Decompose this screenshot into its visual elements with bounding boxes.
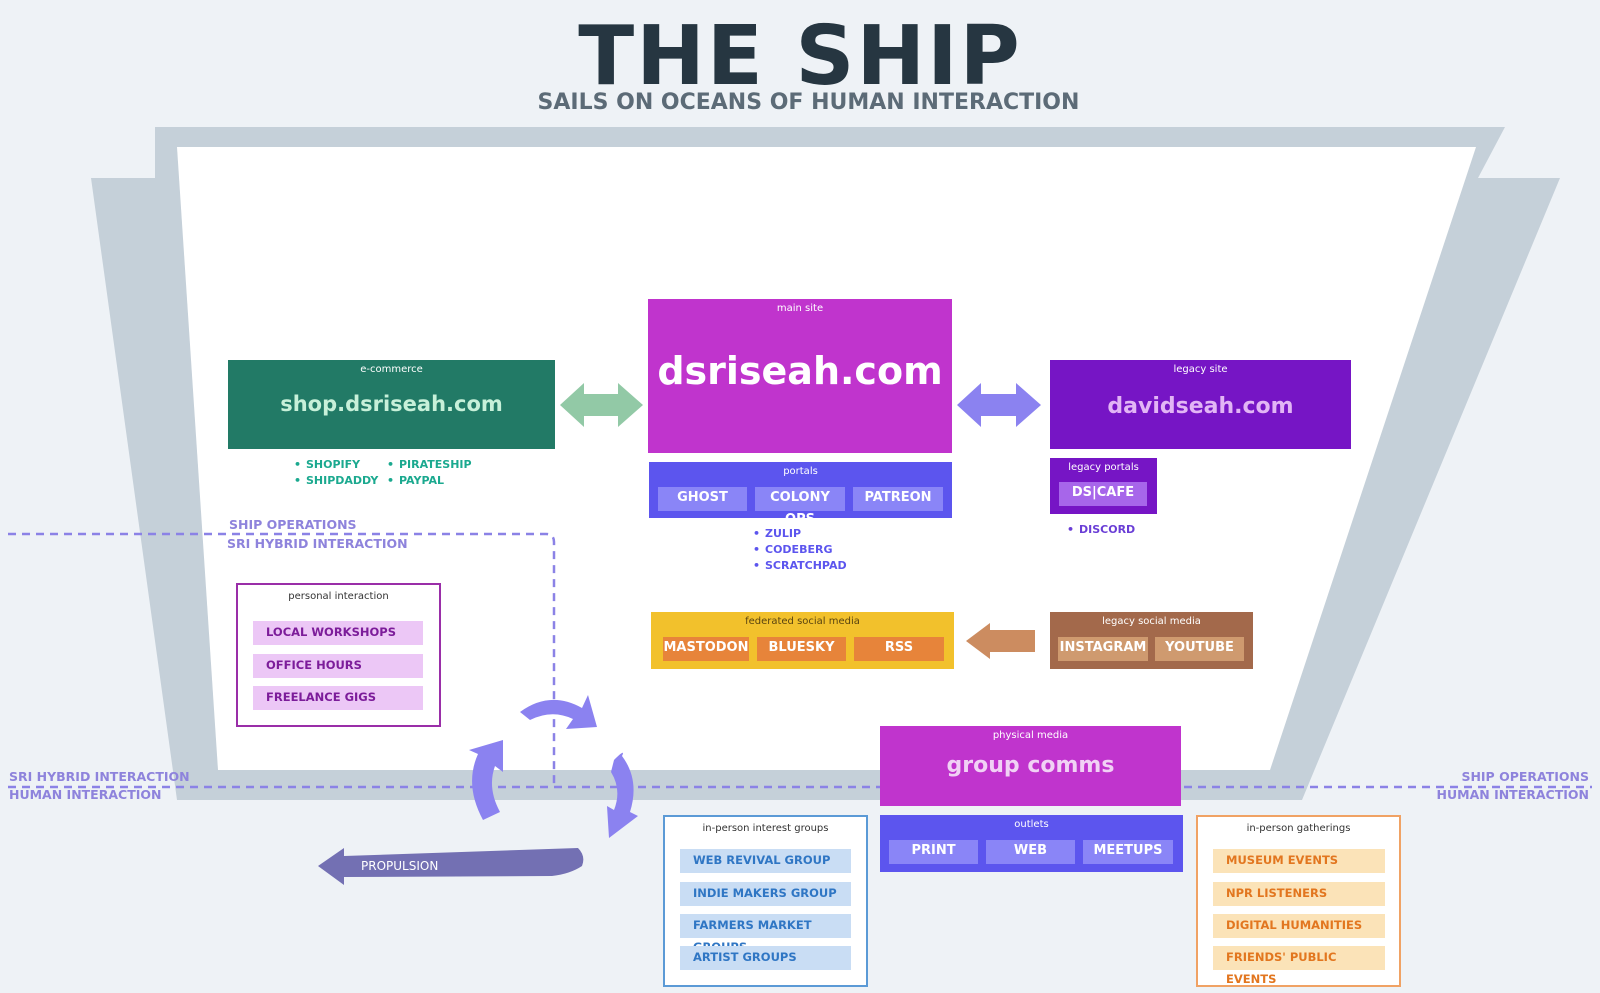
zone-label-sri-hybrid-left: SRI HYBRID INTERACTION [9,769,190,784]
legacy-portal-dscafe-button[interactable]: DS|CAFE [1059,482,1147,506]
personal-caption: personal interaction [288,591,389,602]
physical-media-box[interactable]: physical media group comms [880,726,1181,806]
propulsion-label: PROPULSION [361,859,439,873]
ecommerce-bullets-right: •PIRATESHIP •PAYPAL [387,457,472,489]
gathering-museum-events[interactable]: MUSEUM EVENTS [1213,849,1385,873]
federated-caption: federated social media [745,616,860,627]
personal-freelance-gigs[interactable]: FREELANCE GIGS [253,686,423,710]
interest-farmers-market[interactable]: FARMERS MARKET GROUPS [680,914,851,954]
page-subtitle: SAILS ON OCEANS OF HUMAN INTERACTION [537,90,1080,115]
personal-office-hours[interactable]: OFFICE HOURS [253,654,423,678]
legacy-social-youtube-button[interactable]: YOUTUBE [1155,637,1244,661]
legacy-social-instagram-button[interactable]: INSTAGRAM [1058,637,1148,661]
ecommerce-caption: e-commerce [360,364,423,375]
interest-groups-caption: in-person interest groups [702,823,829,834]
ecommerce-title: shop.dsriseah.com [280,392,503,416]
page-title: THE SHIP [578,9,1022,104]
legacy-portals-caption: legacy portals [1068,462,1139,473]
list-item: •SHOPIFY [294,458,361,471]
outlet-web-button[interactable]: WEB [986,840,1075,864]
interest-web-revival[interactable]: WEB REVIVAL GROUP [680,849,851,873]
zone-label-human-right: HUMAN INTERACTION [1436,787,1589,802]
list-item: •CODEBERG [753,543,833,556]
zone-label-ship-operations-top: SHIP OPERATIONS [229,517,357,532]
list-item: •PAYPAL [387,474,445,487]
main-site-caption: main site [776,303,824,314]
legacy-site-caption: legacy site [1173,364,1228,375]
list-item: •SHIPDADDY [294,474,379,487]
legacy-site-title: davidseah.com [1107,394,1294,419]
gatherings-caption: in-person gatherings [1246,823,1351,834]
portals-bullets: •ZULIP •CODEBERG •SCRATCHPAD [753,526,847,574]
gathering-friends-public-events[interactable]: FRIENDS' PUBLIC EVENTS [1213,946,1385,986]
portal-patreon-button[interactable]: PATREON [853,487,943,511]
ecommerce-bullets-left: •SHOPIFY •SHIPDADDY [294,457,378,489]
personal-local-workshops[interactable]: LOCAL WORKSHOPS [253,621,423,645]
list-item: •SCRATCHPAD [753,559,847,572]
outlet-meetups-button[interactable]: MEETUPS [1083,840,1173,864]
list-item: •DISCORD [1067,523,1136,536]
zone-label-human-left: HUMAN INTERACTION [9,787,162,802]
propulsion-arrow [318,848,584,885]
federated-bluesky-button[interactable]: BLUESKY [757,637,846,661]
portal-colony-ops-button[interactable]: COLONY OPS [755,487,845,527]
portal-ghost-button[interactable]: GHOST [658,487,747,511]
ecommerce-box[interactable]: e-commerce shop.dsriseah.com [228,360,555,449]
main-site-title: dsriseah.com [657,349,943,393]
outlets-caption: outlets [1014,819,1049,830]
outlet-print-button[interactable]: PRINT [889,840,978,864]
legacy-social-caption: legacy social media [1102,616,1201,627]
zone-label-ship-operations-right: SHIP OPERATIONS [1461,769,1589,784]
gathering-npr-listeners[interactable]: NPR LISTENERS [1213,882,1385,906]
double-arrow-green [560,383,643,427]
main-site-box[interactable]: main site dsriseah.com [648,299,952,453]
interest-indie-makers[interactable]: INDIE MAKERS GROUP [680,882,851,906]
list-item: •ZULIP [753,527,802,540]
federated-mastodon-button[interactable]: MASTODON [663,637,749,661]
federated-rss-button[interactable]: RSS [854,637,944,661]
legacy-portals-bullets: •DISCORD [1067,522,1135,538]
dashed-ops-line [8,532,556,788]
portals-caption: portals [783,466,818,477]
cycle-arrow-left [469,740,503,820]
cycle-arrow-right [607,752,638,838]
cycle-arrow-top [520,695,597,729]
interest-artist-groups[interactable]: ARTIST GROUPS [680,946,851,970]
double-arrow-purple [957,383,1041,427]
zone-label-sri-hybrid-top: SRI HYBRID INTERACTION [227,536,408,551]
arrow-left-brown [966,623,1035,659]
gathering-digital-humanities[interactable]: DIGITAL HUMANITIES [1213,914,1385,938]
physical-title: group comms [946,753,1115,778]
legacy-site-box[interactable]: legacy site davidseah.com [1050,360,1351,449]
physical-caption: physical media [992,730,1069,741]
list-item: •PIRATESHIP [387,458,472,471]
